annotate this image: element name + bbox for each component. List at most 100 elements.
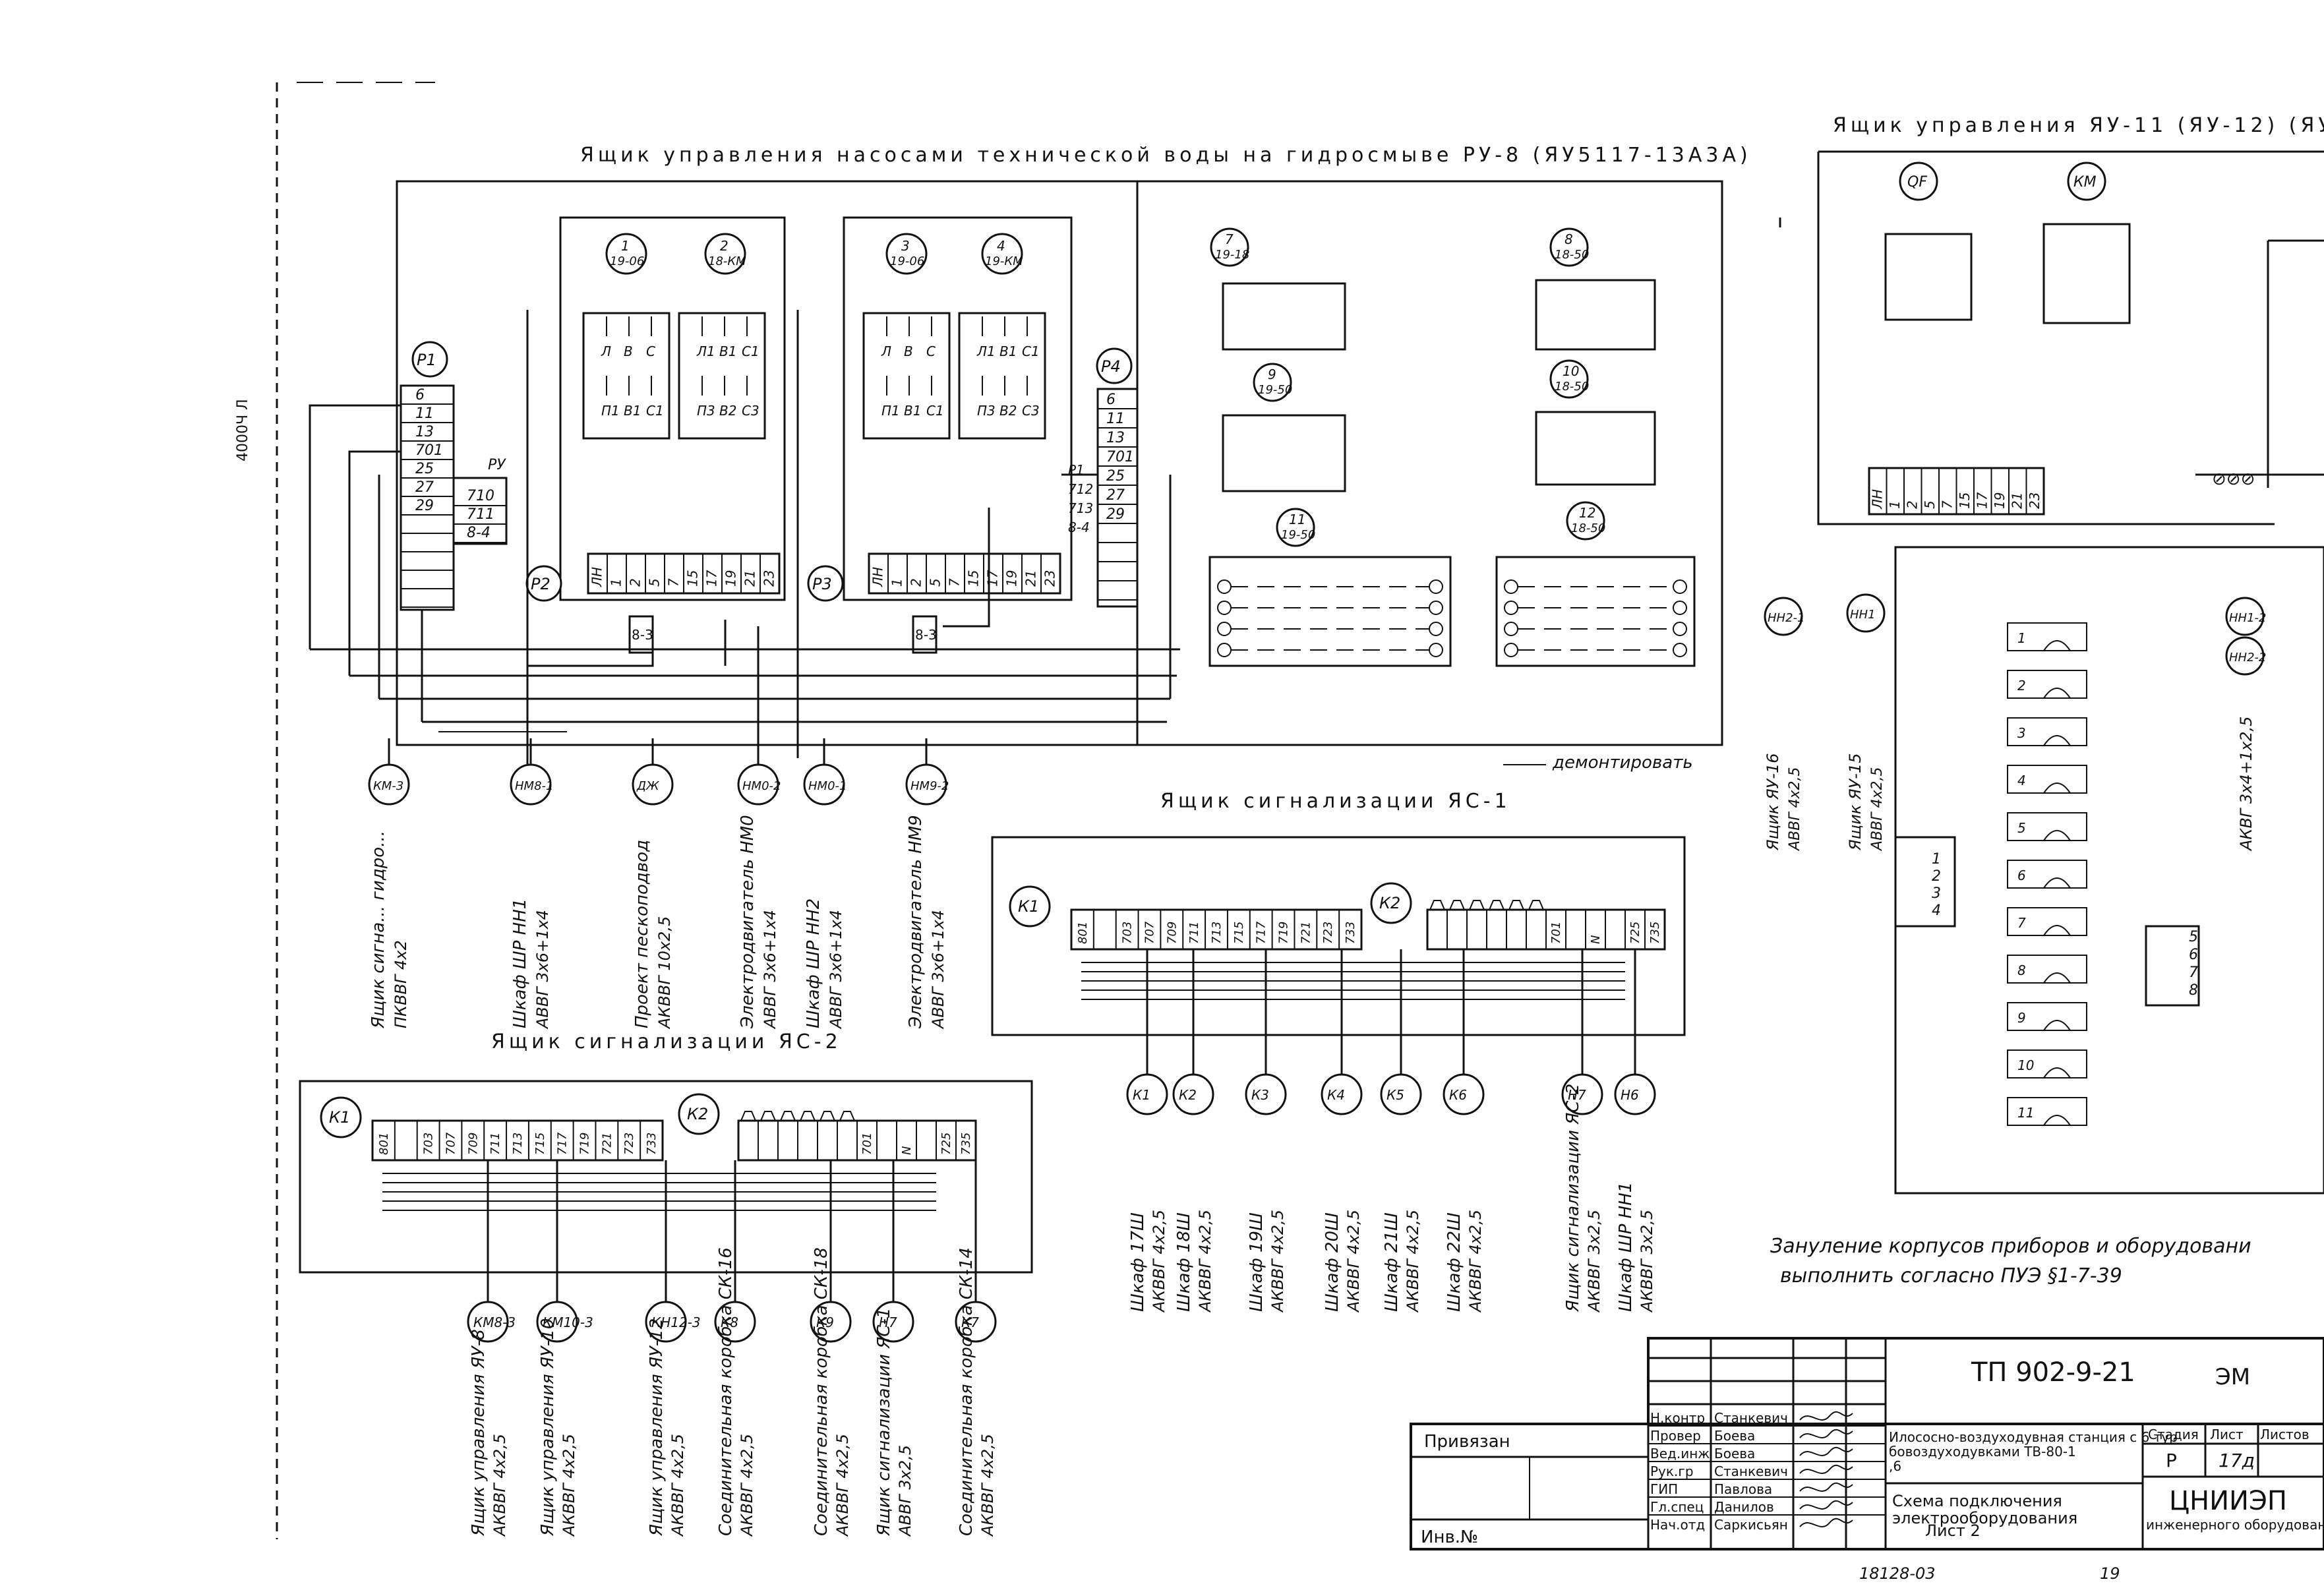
term-block-label: 4 — [1932, 902, 1941, 919]
cable-circle — [905, 763, 947, 806]
js-strip1-terminal: 707 — [1143, 921, 1156, 944]
signature-mark — [1799, 1446, 1853, 1456]
right-strip-terminal: 15 — [1957, 492, 1973, 509]
cable-id: НМ8-1 — [515, 779, 553, 793]
js-cable-id: Н6 — [1621, 1087, 1639, 1103]
term-block-label: 2 — [1932, 868, 1941, 885]
js-strip1-terminal: 719 — [1277, 922, 1291, 944]
right-strip-terminal: 17 — [1974, 492, 1990, 509]
strip-terminal: 21 — [1023, 570, 1039, 587]
project-line: бовоздуходувками ТВ-80-1 — [1889, 1444, 2076, 1460]
cable-circle — [510, 763, 552, 806]
sheet-header: Лист — [2210, 1427, 2244, 1442]
contact-label: С1 — [926, 403, 944, 419]
js-strip1-terminal: 711 — [489, 1133, 502, 1155]
contact-label: В1 — [624, 403, 641, 419]
cable-dest: Шкаф ШР НН1 — [510, 899, 530, 1028]
strip-terminal: 2 — [909, 578, 924, 587]
unit-12-code: 18-50 — [1571, 521, 1605, 535]
p1-terminal: 11 — [415, 405, 434, 422]
right-cable-spec: АВВГ 4х2,5 — [1869, 767, 1886, 852]
cable-dest: Ящик сигна... гидро... — [369, 831, 388, 1029]
js-strip1-terminal: 703 — [422, 1133, 436, 1155]
js-cable-circle — [955, 1301, 997, 1343]
js-strip1-terminal: 709 — [1165, 922, 1179, 944]
right-strip-terminal: 19 — [1992, 492, 2008, 509]
right-strip-terminal: 1 — [1887, 500, 1903, 509]
relay — [2007, 717, 2087, 746]
contact-label: П3 — [697, 403, 715, 419]
unit-2-num: 2 — [720, 238, 729, 254]
main-box-title: Ящик управления насосами технической вод… — [580, 144, 1752, 167]
js-cable-spec: АКВВГ 4х2,5 — [1466, 1210, 1485, 1313]
js-strip2-terminal: N — [900, 1146, 914, 1155]
js-cable-id: К1 — [1133, 1087, 1150, 1103]
js-cable-circle — [810, 1301, 852, 1343]
relay-label: 9 — [2017, 1010, 2026, 1026]
js-cable-id: К5 — [1386, 1087, 1404, 1103]
strip-terminal: 1 — [609, 578, 624, 587]
js-cable-dest: Шкаф 18Ш — [1174, 1212, 1194, 1312]
sheet-title-line: электрооборудования — [1892, 1509, 2077, 1527]
switch-right-pin — [1673, 579, 1687, 594]
project-line: Илососно-воздуходувная станция с 6 тур — [1889, 1429, 2178, 1445]
switch-left-pin — [1217, 601, 1232, 615]
js-strip2-terminal: N — [1589, 935, 1603, 944]
switch-right-pin — [1673, 622, 1687, 636]
contact-label: В — [624, 343, 633, 359]
strip-terminal: ЛН — [589, 567, 605, 587]
js1-title: Ящик сигнализации ЯС-1 — [1160, 790, 1511, 813]
contact-label: С — [646, 343, 655, 359]
unit-8-code: 18-50 — [1555, 248, 1589, 262]
title-block: ТП 902-9-21 ЭМ Привязан Инв.№ Стадия Лис… — [1410, 1337, 2324, 1583]
cable-spec: АВВГ 3х6+1х4 — [761, 910, 779, 1030]
js-strip1-terminal: 713 — [1210, 922, 1224, 944]
relay — [2007, 860, 2087, 889]
relay-coil — [2043, 782, 2071, 794]
js-cable-id: К8 — [721, 1314, 738, 1330]
unit-3-code: 19-06 — [890, 254, 924, 268]
unit-10-num: 10 — [1563, 363, 1579, 379]
contact-label: Л1 — [976, 343, 996, 359]
cable-circle — [632, 763, 674, 806]
right-strip-terminal: 23 — [2027, 492, 2042, 509]
switch-units: 7 19-18 8 18-50 9 19-50 10 18-50 11 19-5… — [1208, 227, 1696, 667]
strip-terminal: 17 — [985, 570, 1001, 587]
p4-terminal: 27 — [1106, 487, 1125, 504]
right-strip-terminal: 21 — [2009, 492, 2025, 509]
js-strip1-terminal: 721 — [600, 1133, 614, 1155]
relay — [2007, 907, 2087, 936]
p1-side-terminal: 710 — [467, 488, 494, 504]
js-strip1-terminal: 717 — [556, 1132, 570, 1155]
js-cable-circle — [1443, 1073, 1485, 1115]
js-strip2-terminal: 701 — [860, 1133, 874, 1155]
org-name: ЦНИИЭП — [2169, 1486, 2287, 1516]
switch-right-pin — [1429, 601, 1443, 615]
right-cable-spec: АВВГ 4х2,5 — [1787, 767, 1803, 852]
doc-code: ТП 902-9-21 — [1971, 1357, 2135, 1388]
js-cable-id: КМ10-3 — [543, 1314, 593, 1330]
js-cable-id: Н7 — [1568, 1087, 1586, 1103]
js-cable-circle — [645, 1301, 687, 1343]
relay-label: 11 — [2017, 1105, 2034, 1121]
js-strip2-terminal: 735 — [1648, 922, 1662, 944]
js-strip-cap — [1469, 900, 1485, 910]
js-cable-dest: Шкаф 19Ш — [1247, 1212, 1266, 1312]
p4-side-terminal: 713 — [1068, 500, 1093, 516]
contact-label: С3 — [742, 403, 760, 419]
right-cable-circle — [2225, 636, 2265, 676]
relay — [2007, 670, 2087, 699]
relay-label: 6 — [2017, 868, 2026, 883]
js-cable-spec: АКВВГ 4х2,5 — [491, 1434, 509, 1537]
js-cable-id: К2 — [1179, 1087, 1197, 1103]
unit-9-num: 9 — [1268, 367, 1276, 382]
js-cable-spec: АКВВГ 4х2,5 — [1344, 1210, 1363, 1313]
contact-label: С1 — [646, 403, 664, 419]
js-strip1-terminal: 801 — [1076, 922, 1090, 944]
relay — [2007, 765, 2087, 794]
js-strip1-terminal: 715 — [533, 1133, 547, 1155]
unit-4-code: 19-КМ — [985, 254, 1023, 268]
cable-dest: Электродвигатель НМ0 — [738, 815, 758, 1029]
